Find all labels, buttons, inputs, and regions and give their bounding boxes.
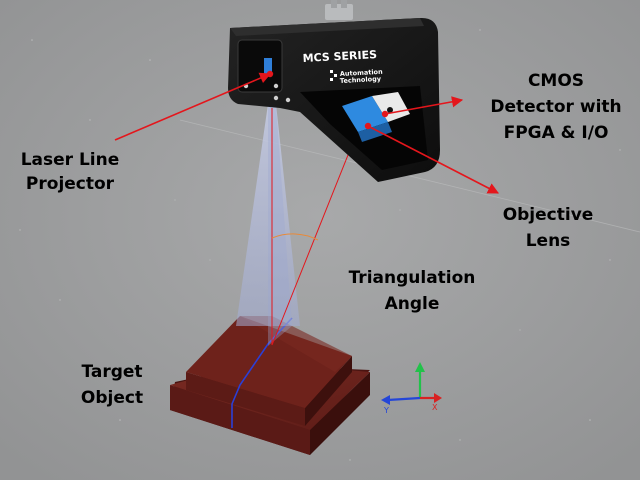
annotation-arrows: [114, 72, 499, 194]
triangulation-angle-arc: [271, 233, 319, 241]
connector: [325, 4, 353, 20]
dot-objective-lens: [364, 122, 372, 130]
label-objective-1: Objective: [503, 205, 594, 225]
y-axis-arrow-icon: [381, 395, 390, 405]
housing-top-edge: [230, 18, 424, 36]
laser-plane: [236, 104, 300, 326]
x-axis-label: X: [432, 403, 438, 412]
detector-aperture: [387, 107, 393, 113]
label-laser-line-1: Laser Line: [21, 150, 120, 170]
connector-pin-left: [331, 0, 337, 8]
screw-2: [273, 83, 279, 89]
screw-3: [273, 95, 279, 101]
objective-lens-side: [358, 122, 392, 142]
label-target-1: Target: [81, 362, 142, 382]
dot-laser-projector: [266, 70, 274, 78]
connector-pin-right: [341, 0, 347, 8]
background-speckles: [19, 29, 621, 461]
block-side-face: [305, 356, 352, 426]
label-triangulation-2: Angle: [385, 294, 440, 314]
brand-line1: Automation: [340, 68, 384, 78]
label-cmos-detector: CMOS Detector with FPGA & I/O: [490, 71, 621, 143]
arrow-objective-lens: [367, 125, 499, 194]
label-triangulation-angle: Triangulation Angle: [349, 268, 476, 314]
axis-triad: X Y: [381, 362, 442, 415]
reflected-ray: [271, 124, 361, 346]
base-front-face: [170, 385, 310, 455]
annotation-dots: [266, 70, 389, 130]
label-cmos-1: CMOS: [528, 71, 584, 91]
arrow-laser-projector: [114, 72, 272, 141]
label-cmos-2: Detector with: [490, 97, 621, 117]
label-target-object: Target Object: [81, 362, 143, 408]
x-axis-arrow-icon: [434, 393, 442, 403]
arrow-cmos-detector: [384, 96, 464, 115]
cmos-detector: [372, 92, 410, 122]
screw-4: [285, 97, 291, 103]
brand-line2: Technology: [340, 75, 382, 85]
laser-plane-shade: [268, 104, 292, 346]
label-triangulation-1: Triangulation: [349, 268, 476, 288]
z-axis-arrow-icon: [415, 362, 425, 372]
label-laser-line-2: Projector: [26, 174, 115, 194]
laser-emitter: [264, 58, 272, 76]
label-cmos-3: FPGA & I/O: [504, 123, 609, 143]
base-side-face: [310, 372, 370, 455]
y-axis: [387, 396, 421, 402]
series-text: MCS SERIES: [302, 48, 377, 65]
label-laser-line-projector: Laser Line Projector: [21, 150, 120, 194]
label-target-2: Object: [81, 388, 143, 408]
block-top-face: [186, 316, 352, 408]
block-front-face: [186, 372, 305, 426]
dot-cmos-detector: [381, 110, 389, 118]
target-object: [170, 316, 370, 455]
brand-logo-icon: [330, 70, 337, 81]
block-top-highlight: [240, 316, 352, 372]
label-objective-2: Lens: [526, 231, 571, 251]
label-objective-lens: Objective Lens: [503, 205, 594, 251]
horizon-line: [179, 119, 640, 233]
y-axis-label: Y: [383, 406, 389, 415]
objective-lens: [342, 96, 388, 132]
sensor-housing: MCS SERIES Automation Technology: [228, 0, 440, 182]
